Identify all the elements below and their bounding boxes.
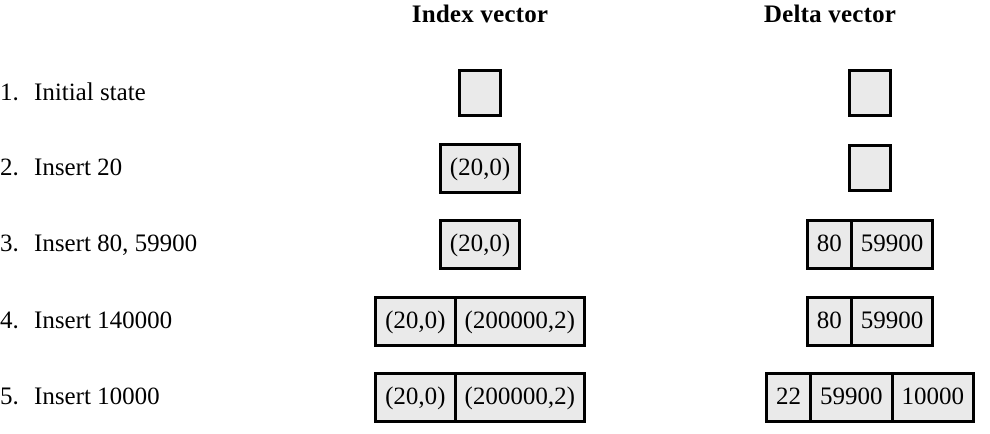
index-vector: (20,0) (200000,2) (180, 292, 780, 350)
delta-vector (610, 139, 990, 197)
delta-vector-cells: 80 59900 (805, 295, 935, 347)
delta-vector-cells (848, 69, 892, 117)
index-vector-cell: (20,0) (377, 298, 454, 344)
index-vector-cell: (200000,2) (453, 374, 583, 420)
delta-vector-cell-empty (851, 72, 889, 114)
step-number: 4. (0, 307, 19, 334)
index-vector-cell-empty (461, 72, 499, 114)
diagram-row: 3. Insert 80, 59900 (20,0) 80 59900 (0, 215, 990, 273)
delta-vector: 80 59900 (610, 292, 990, 350)
diagram-row: 4. Insert 140000 (20,0) (200000,2) 80 59… (0, 292, 990, 350)
diagram-row: 5. Insert 10000 (20,0) (200000,2) 22 599… (0, 368, 990, 426)
index-vector-cell: (20,0) (377, 374, 454, 420)
delta-vector-cell-empty (851, 147, 889, 189)
step-number: 3. (0, 230, 19, 257)
step-description: Insert 10000 (34, 383, 160, 410)
step-description: Insert 20 (34, 154, 123, 181)
step-number: 5. (0, 383, 19, 410)
delta-vector-cells: 22 59900 10000 (765, 371, 975, 423)
step-description: Initial state (34, 79, 146, 106)
step-description: Insert 140000 (34, 307, 173, 334)
delta-vector-cell: 80 (808, 221, 850, 267)
step-label: 4. Insert 140000 (0, 292, 172, 350)
step-label: 2. Insert 20 (0, 139, 122, 197)
column-header-delta-vector: Delta vector (763, 1, 897, 28)
delta-vector-cell: 59900 (809, 374, 891, 420)
index-vector-cell: (200000,2) (453, 298, 583, 344)
delta-vector-cells (848, 144, 892, 192)
index-vector-cell: (20,0) (441, 221, 519, 267)
diagram-row: 2. Insert 20 (20,0) (0, 139, 990, 197)
step-label: 3. Insert 80, 59900 (0, 215, 197, 273)
index-vector-cell: (20,0) (441, 145, 519, 191)
step-number: 2. (0, 154, 19, 181)
delta-vector: 80 59900 (610, 215, 990, 273)
index-vector-cells: (20,0) (438, 142, 522, 194)
index-vector (180, 64, 780, 122)
step-description: Insert 80, 59900 (34, 230, 198, 257)
index-vector: (20,0) (180, 215, 780, 273)
index-vector-cells (458, 69, 502, 117)
index-vector: (20,0) (200000,2) (180, 368, 780, 426)
delta-vector-cell: 22 (768, 374, 809, 420)
delta-vector: 22 59900 10000 (610, 368, 990, 426)
delta-vector-cell: 80 (808, 298, 850, 344)
index-vector-cells: (20,0) (438, 218, 522, 270)
diagram-row: 1. Initial state (0, 64, 990, 122)
delta-vector (610, 64, 990, 122)
delta-vector-cell: 59900 (849, 298, 932, 344)
step-label: 1. Initial state (0, 64, 146, 122)
column-header-index-vector: Index vector (411, 1, 549, 28)
step-label: 5. Insert 10000 (0, 368, 160, 426)
index-vector: (20,0) (180, 139, 780, 197)
step-number: 1. (0, 79, 19, 106)
index-vector-cells: (20,0) (200000,2) (374, 371, 586, 423)
delta-vector-cell: 59900 (849, 221, 932, 267)
delta-vector-cells: 80 59900 (805, 218, 935, 270)
delta-vector-cell: 10000 (890, 374, 972, 420)
index-vector-cells: (20,0) (200000,2) (374, 295, 586, 347)
